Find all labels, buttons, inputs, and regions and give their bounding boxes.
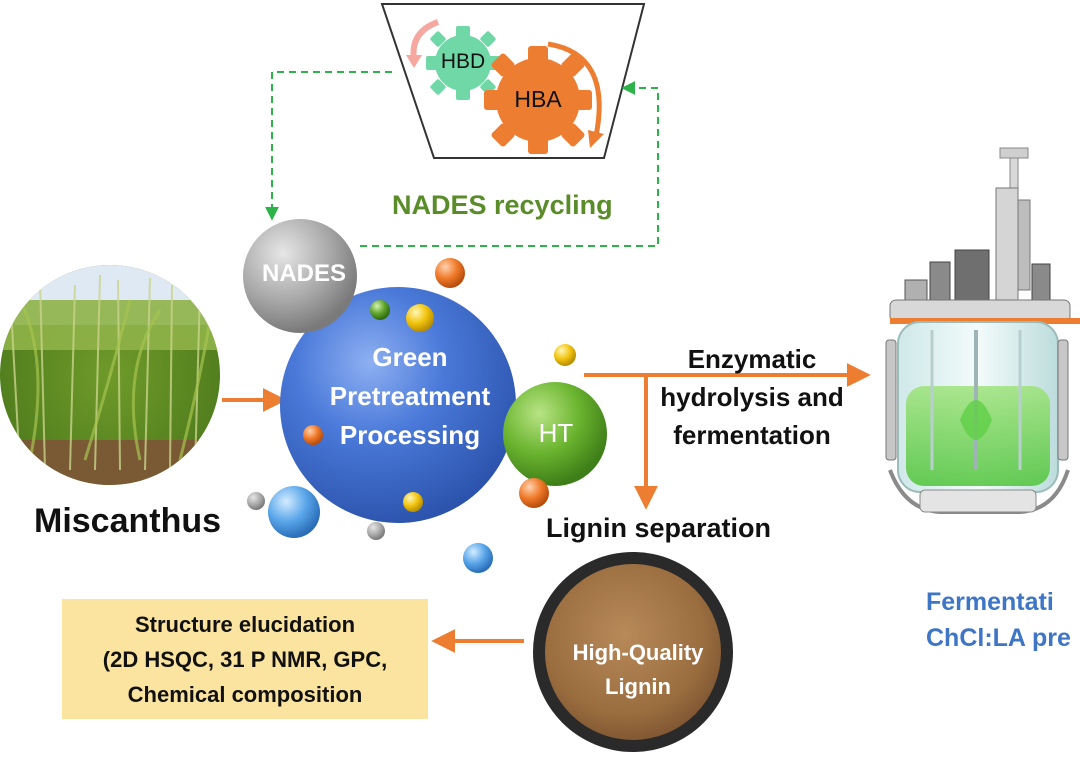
high-quality-lignin-label: High-Quality Lignin (548, 636, 728, 704)
nades-sphere (243, 219, 357, 333)
fermentation-line-1: Fermentati (926, 588, 1054, 616)
nades-recycling-label: NADES recycling (392, 190, 613, 220)
enzymatic-hydrolysis-label: Enzymatic hydrolysis and fermentation (612, 340, 892, 454)
enzymatic-line-2: hydrolysis and (660, 382, 844, 412)
high-quality-line-1: High-Quality (572, 640, 704, 665)
bioreactor-illustration (885, 147, 1080, 514)
lignin-separation-label: Lignin separation (546, 513, 772, 543)
ht-label: HT (538, 418, 574, 448)
structure-line-2: (2D HSQC, 31 P NMR, GPC, (102, 647, 388, 672)
structure-elucidation-box: Structure elucidation (2D HSQC, 31 P NMR… (62, 599, 428, 719)
green-pretreatment-label: Green Pretreatment Processing (300, 338, 520, 455)
green-pretreatment-line-2: Pretreatment (329, 381, 491, 411)
green-pretreatment-line-3: Processing (339, 420, 481, 450)
sphere-gray-2 (367, 522, 385, 540)
sphere-green-small (370, 300, 390, 320)
fermentation-note-label: Fermentati ChCl:LA pre (926, 584, 1071, 656)
sphere-blue-2 (463, 543, 493, 573)
hba-label: HBA (514, 86, 562, 112)
hbd-label: HBD (440, 50, 486, 73)
sphere-orange-1 (435, 258, 465, 288)
sphere-yellow-1 (406, 304, 434, 332)
green-pretreatment-line-1: Green (372, 342, 448, 372)
enzymatic-line-1: Enzymatic (687, 344, 817, 374)
structure-line-1: Structure elucidation (134, 612, 356, 637)
hbd-arrowhead-icon (406, 55, 422, 68)
high-quality-line-2: Lignin (605, 674, 671, 699)
recycle-dashed-line-right (360, 81, 659, 247)
miscanthus-photo (0, 265, 220, 485)
enzymatic-line-3: fermentation (673, 420, 831, 450)
sphere-yellow-3 (403, 492, 423, 512)
ht-sphere (503, 382, 607, 486)
green-pretreatment-sphere (280, 287, 516, 523)
hba-rotation-arrow-icon (547, 41, 602, 137)
sphere-orange-2 (303, 425, 323, 445)
lignin-bowl-photo (533, 552, 733, 752)
structure-line-3: Chemical composition (127, 682, 363, 707)
sphere-orange-3 (519, 478, 549, 508)
sphere-gray-1 (247, 492, 265, 510)
sphere-yellow-2 (554, 344, 576, 366)
hba-arrowhead-icon (588, 130, 604, 148)
sphere-blue-1 (268, 486, 320, 538)
miscanthus-label: Miscanthus (34, 502, 222, 540)
nades-label: NADES (261, 260, 346, 287)
fermentation-line-2: ChCl:LA pre (926, 624, 1071, 652)
recycle-dashed-line-left (265, 71, 392, 221)
